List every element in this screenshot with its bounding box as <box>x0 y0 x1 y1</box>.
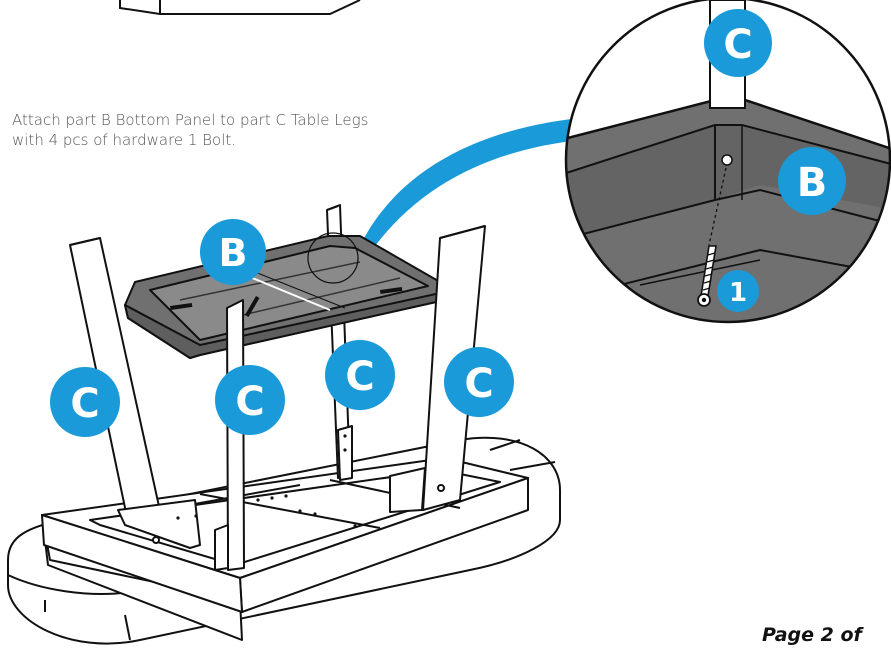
part-badge-b: B <box>200 219 266 285</box>
page-number: Page 2 of <box>762 624 862 646</box>
bolt-icon <box>697 245 717 307</box>
svg-text:C: C <box>723 22 752 68</box>
zoom-badge-bolt: 1 <box>717 270 759 312</box>
zoom-badge-b: B <box>778 147 846 215</box>
apron-hole <box>437 484 445 492</box>
leg-bracket <box>337 425 353 481</box>
zoom-badge-c: C <box>704 9 772 77</box>
apron-hole <box>152 536 160 544</box>
svg-text:B: B <box>219 231 248 275</box>
bottom-panel <box>124 235 446 359</box>
part-badge-c: C <box>50 367 120 437</box>
screw-holes <box>176 434 357 528</box>
svg-text:C: C <box>464 361 493 407</box>
svg-text:C: C <box>345 354 374 400</box>
table-assembly <box>7 204 561 645</box>
svg-text:C: C <box>235 379 264 425</box>
table-leg-front-left <box>69 237 201 549</box>
svg-text:1: 1 <box>729 278 747 308</box>
instruction-line-1: Attach part B Bottom Panel to part C Tab… <box>12 111 369 129</box>
panel-bolts <box>170 286 403 318</box>
zoom-marker-circle <box>307 232 359 284</box>
part-badge-c: C <box>215 365 285 435</box>
svg-text:B: B <box>797 160 828 206</box>
instruction-line-2: with 4 pcs of hardware 1 Bolt. <box>12 131 237 149</box>
part-badge-c: C <box>444 347 514 417</box>
svg-text:C: C <box>70 381 99 427</box>
instruction-text: Attach part B Bottom Panel to part C Tab… <box>12 110 532 150</box>
zoom-callout-swoosh <box>360 118 580 250</box>
previous-step-fragment <box>119 0 361 15</box>
part-badge-c: C <box>325 340 395 410</box>
